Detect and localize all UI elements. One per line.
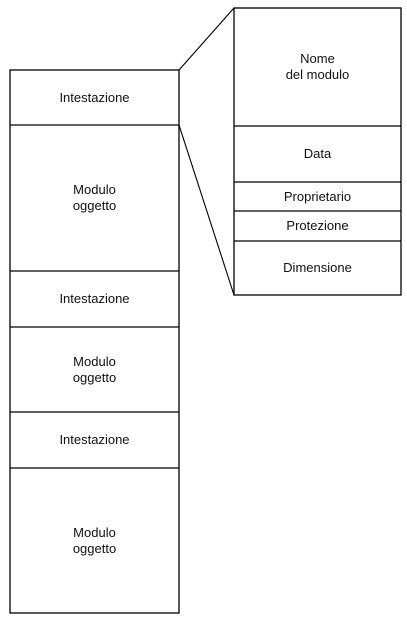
field-module-name: Nome del modulo (285, 51, 350, 82)
archive-column (9, 69, 180, 614)
archive-module-label: Modulo oggetto (72, 182, 117, 213)
header-detail-column (233, 7, 402, 296)
archive-module-label: Modulo oggetto (72, 353, 117, 385)
field-owner: Proprietario (283, 188, 352, 204)
header-detail-outline (233, 7, 402, 296)
archive-header-label: Intestazione (59, 432, 130, 447)
archive-module-label: Modulo oggetto (72, 524, 117, 556)
field-protection: Protezione (286, 218, 349, 233)
archive-header-label: Intestazione (59, 89, 130, 105)
connector-top (178, 7, 235, 71)
field-date: Data (303, 146, 332, 161)
archive-header-label: Intestazione (59, 291, 130, 306)
connector-bottom (178, 124, 235, 296)
archive-outline (9, 69, 180, 614)
field-size: Dimensione (283, 260, 352, 275)
expansion-connectors (178, 7, 235, 296)
